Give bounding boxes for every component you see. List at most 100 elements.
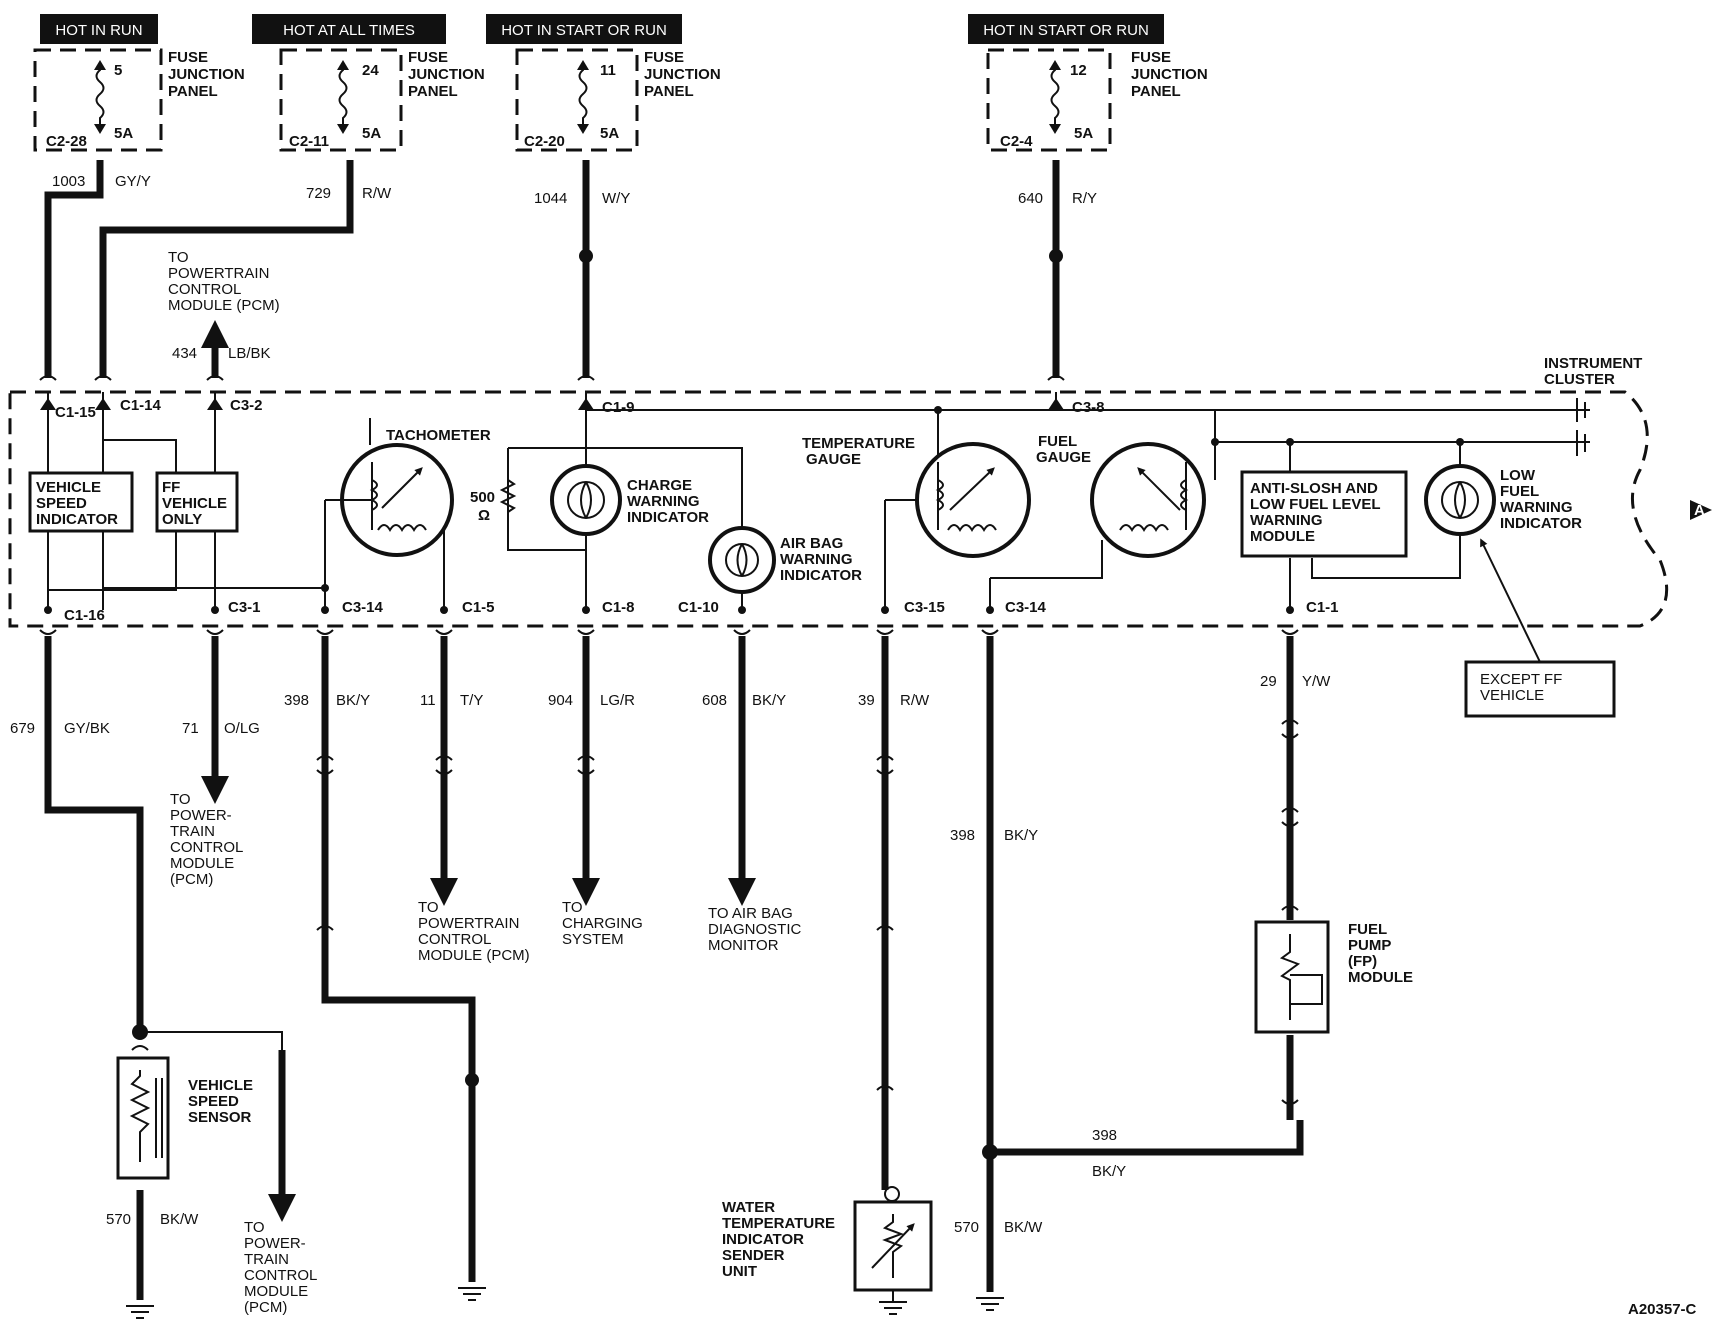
dest-pcm-71: TO POWER- TRAIN CONTROL MODULE (PCM) (170, 791, 243, 888)
fuse-5: 5 5A C2-28 FUSE JUNCTION PANEL (33, 48, 245, 152)
svg-text:(PCM): (PCM) (244, 1299, 287, 1316)
off-page-ref-a: A (1688, 496, 1712, 520)
svg-text:SENDER: SENDER (722, 1247, 785, 1264)
svg-text:AIR BAG: AIR BAG (780, 535, 843, 552)
svg-text:FUEL: FUEL (1500, 483, 1539, 500)
svg-text:R/Y: R/Y (1072, 190, 1097, 207)
svg-text:BK/Y: BK/Y (336, 692, 370, 709)
svg-text:WARNING: WARNING (627, 493, 700, 510)
svg-text:CONTROL: CONTROL (418, 931, 491, 948)
svg-text:TO: TO (168, 249, 189, 266)
wire-1044: 1044 W/Y (534, 160, 630, 378)
svg-text:CHARGING: CHARGING (562, 915, 643, 932)
svg-text:39: 39 (858, 692, 875, 709)
resistor-500-ohm: 500 Ω (470, 479, 517, 524)
svg-text:C3-14: C3-14 (1005, 599, 1047, 616)
svg-text:BK/Y: BK/Y (1004, 827, 1038, 844)
svg-text:SPEED: SPEED (188, 1093, 239, 1110)
svg-text:5A: 5A (362, 125, 381, 142)
svg-text:Ω: Ω (478, 507, 490, 524)
svg-text:HOT IN START OR RUN: HOT IN START OR RUN (501, 22, 667, 39)
svg-text:BK/Y: BK/Y (1092, 1163, 1126, 1180)
svg-text:398: 398 (950, 827, 975, 844)
svg-text:(FP): (FP) (1348, 953, 1377, 970)
svg-text:C1-14: C1-14 (120, 397, 162, 414)
svg-text:C1-8: C1-8 (602, 599, 635, 616)
svg-text:CONTROL: CONTROL (244, 1267, 317, 1284)
svg-text:GY/Y: GY/Y (115, 173, 151, 190)
svg-text:SPEED: SPEED (36, 495, 87, 512)
svg-text:PANEL: PANEL (168, 83, 218, 100)
svg-text:C1-9: C1-9 (602, 399, 635, 416)
wire-904: 904 LG/R (548, 636, 635, 906)
svg-text:FUSE: FUSE (644, 49, 684, 66)
svg-text:1044: 1044 (534, 190, 567, 207)
cluster-internal-wiring (47, 392, 1590, 610)
svg-text:1003: 1003 (52, 173, 85, 190)
svg-text:C1-10: C1-10 (678, 599, 719, 616)
svg-text:11: 11 (600, 62, 616, 79)
fuse-24: 24 5A C2-11 FUSE JUNCTION PANEL (279, 48, 485, 152)
svg-text:904: 904 (548, 692, 573, 709)
svg-text:VEHICLE: VEHICLE (1480, 687, 1544, 704)
svg-text:434: 434 (172, 345, 197, 362)
svg-text:JUNCTION: JUNCTION (1131, 66, 1208, 83)
svg-text:12: 12 (1070, 62, 1087, 79)
svg-text:POWER-: POWER- (170, 807, 232, 824)
svg-text:679: 679 (10, 720, 35, 737)
svg-text:TO AIR BAG: TO AIR BAG (708, 905, 793, 922)
svg-text:TO: TO (170, 791, 191, 808)
power-header-1: HOT IN RUN (40, 14, 158, 44)
svg-text:640: 640 (1018, 190, 1043, 207)
svg-text:CLUSTER: CLUSTER (1544, 371, 1615, 388)
svg-text:LB/BK: LB/BK (228, 345, 271, 362)
ground-icon (458, 1287, 486, 1301)
svg-text:SYSTEM: SYSTEM (562, 931, 624, 948)
wire-1003: 1003 GY/Y (44, 160, 151, 378)
ground-icon (126, 1305, 154, 1319)
svg-text:C2-11: C2-11 (289, 133, 329, 150)
svg-text:POWER-: POWER- (244, 1235, 306, 1252)
svg-text:C3-14: C3-14 (342, 599, 384, 616)
power-header-2: HOT AT ALL TIMES (252, 14, 446, 44)
svg-text:INDICATOR: INDICATOR (627, 509, 709, 526)
svg-text:R/W: R/W (362, 185, 392, 202)
water-temperature-sender: WATER TEMPERATURE INDICATOR SENDER UNIT (722, 1186, 933, 1315)
svg-text:INDICATOR: INDICATOR (36, 511, 118, 528)
svg-text:HOT IN START OR RUN: HOT IN START OR RUN (983, 22, 1149, 39)
svg-text:29: 29 (1260, 673, 1277, 690)
svg-text:BK/W: BK/W (1004, 1219, 1043, 1236)
dest-pcm-top: TO POWERTRAIN CONTROL MODULE (PCM) (168, 249, 280, 314)
svg-text:C1-15: C1-15 (55, 404, 96, 421)
wire-71: 71 O/LG (182, 636, 260, 804)
svg-text:71: 71 (182, 720, 199, 737)
svg-text:POWERTRAIN: POWERTRAIN (418, 915, 519, 932)
svg-text:C3-8: C3-8 (1072, 399, 1105, 416)
wire-39: 39 R/W (858, 636, 930, 1190)
svg-text:LOW: LOW (1500, 467, 1536, 484)
svg-text:TO: TO (562, 899, 583, 916)
wire-434: 434 LB/BK (172, 320, 271, 378)
svg-text:VEHICLE: VEHICLE (188, 1077, 253, 1094)
svg-text:VEHICLE: VEHICLE (162, 495, 227, 512)
svg-text:LOW FUEL LEVEL: LOW FUEL LEVEL (1250, 496, 1381, 513)
instrument-cluster: INSTRUMENT CLUSTER A (8, 355, 1712, 628)
svg-text:CONTROL: CONTROL (168, 281, 241, 298)
svg-text:11: 11 (420, 692, 436, 709)
wire-29: 29 Y/W (1260, 636, 1331, 920)
wire-398-fuel-pump-ground: 398 BK/Y (990, 1120, 1304, 1180)
cluster-connectors: C1-15 C1-14 C3-2 C1-9 C3-8 C1-16 C3-1 C3… (39, 375, 1464, 635)
svg-text:WARNING: WARNING (1500, 499, 1573, 516)
fuse-11: 11 5A C2-20 FUSE JUNCTION PANEL (515, 48, 721, 152)
svg-text:C2-28: C2-28 (46, 133, 87, 150)
svg-text:FUSE: FUSE (1131, 49, 1171, 66)
svg-text:MODULE: MODULE (1348, 969, 1413, 986)
svg-text:729: 729 (306, 185, 331, 202)
svg-text:C3-15: C3-15 (904, 599, 945, 616)
wire-729: 729 R/W (99, 160, 392, 378)
wire-11: 11 T/Y (420, 636, 483, 906)
wire-398-tach: 398 BK/Y (284, 636, 486, 1301)
svg-text:398: 398 (284, 692, 309, 709)
svg-text:CHARGE: CHARGE (627, 477, 692, 494)
svg-text:FUSE: FUSE (168, 49, 208, 66)
